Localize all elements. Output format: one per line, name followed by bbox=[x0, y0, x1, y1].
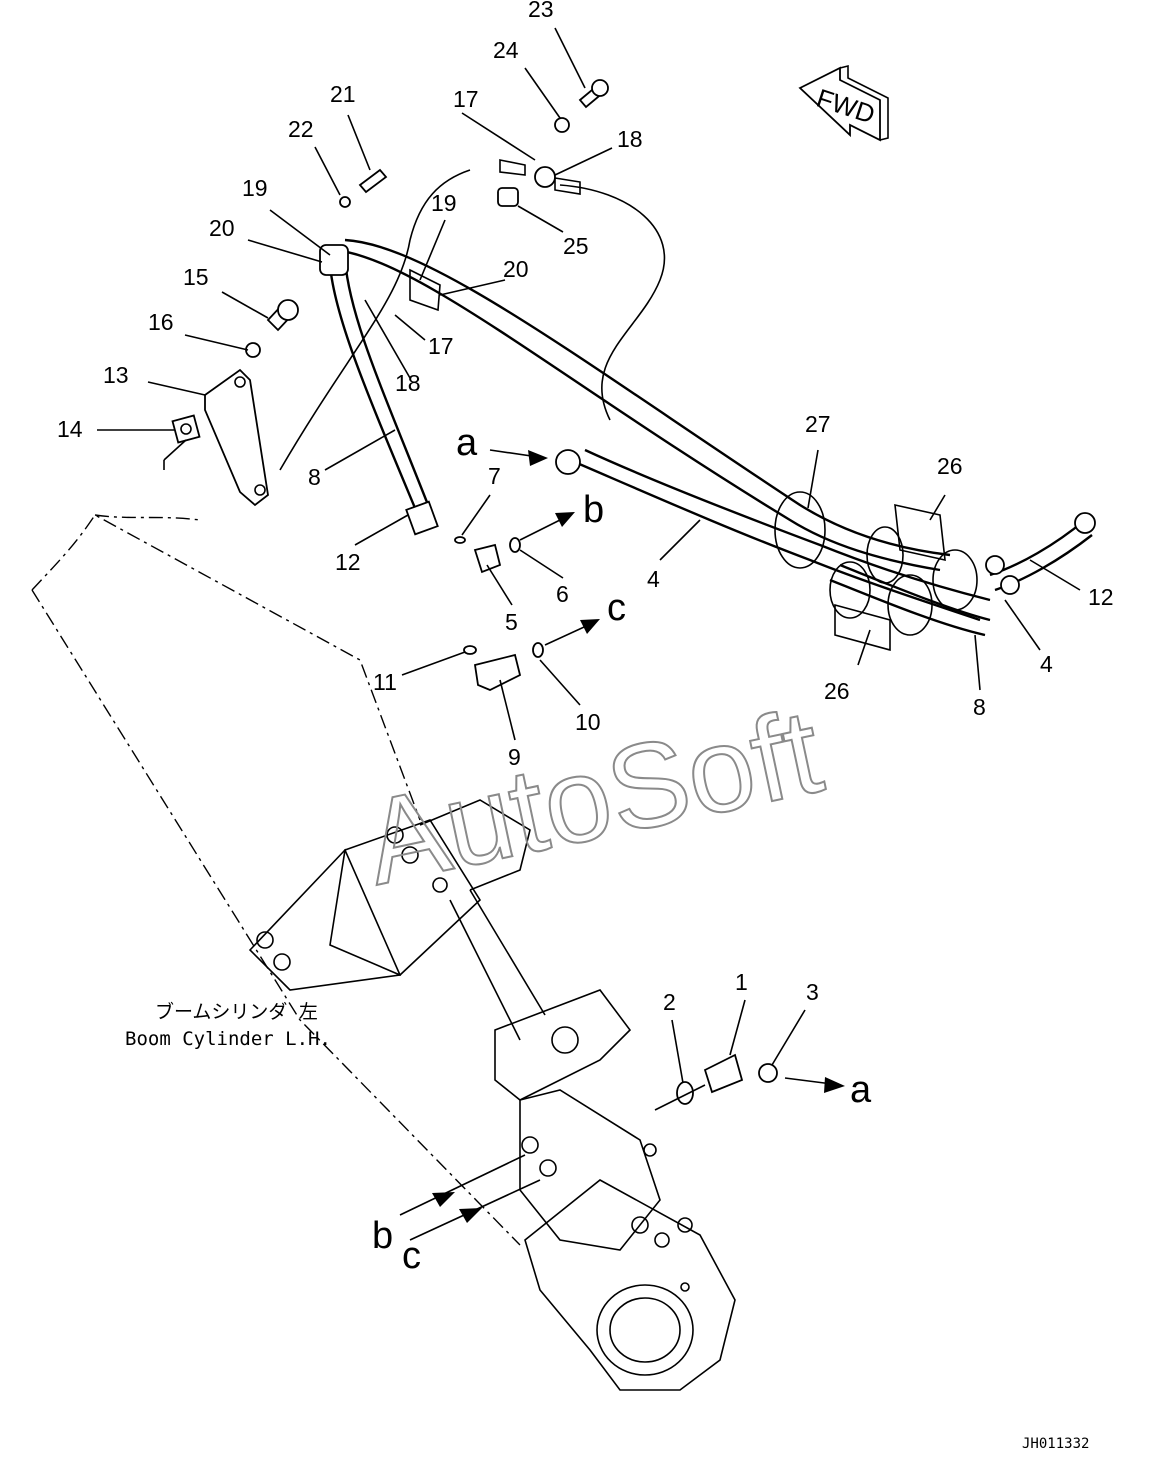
callout-21: 21 bbox=[330, 81, 356, 107]
callout-19b: 19 bbox=[431, 190, 457, 216]
callout-17b: 17 bbox=[428, 333, 454, 359]
callout-23: 23 bbox=[528, 0, 554, 22]
callout-19: 19 bbox=[242, 175, 268, 201]
callout-20b: 20 bbox=[503, 256, 529, 282]
callout-26: 26 bbox=[937, 453, 963, 479]
letter-a-bottom: a bbox=[850, 1069, 872, 1111]
callout-8b: 8 bbox=[973, 694, 986, 720]
callout-2: 2 bbox=[663, 989, 676, 1015]
callout-11: 11 bbox=[373, 669, 397, 695]
letter-c-top: c bbox=[607, 587, 626, 629]
letter-c-bottom: c bbox=[402, 1235, 421, 1277]
boom-cylinder bbox=[31, 514, 736, 1391]
callout-18: 18 bbox=[617, 126, 643, 152]
callout-10: 10 bbox=[575, 709, 601, 735]
small-parts bbox=[171, 79, 778, 1111]
letter-b-bottom: b bbox=[372, 1215, 393, 1257]
callout-27: 27 bbox=[805, 411, 831, 437]
callout-24: 24 bbox=[493, 37, 519, 63]
caption: ブームシリンダ 左 Boom Cylinder L.H. bbox=[125, 1000, 331, 1050]
callout-25: 25 bbox=[563, 233, 589, 259]
callout-13: 13 bbox=[103, 362, 129, 388]
letter-b-top: b bbox=[583, 489, 604, 531]
callout-1: 1 bbox=[735, 969, 748, 995]
figure-code: JH011332 bbox=[1022, 1436, 1089, 1452]
callout-3: 3 bbox=[806, 979, 819, 1005]
hose-assembly bbox=[279, 169, 1096, 637]
letter-a-top: a bbox=[456, 422, 478, 464]
callout-6: 6 bbox=[556, 581, 569, 607]
callout-22: 22 bbox=[288, 116, 314, 142]
callout-7: 7 bbox=[488, 463, 501, 489]
caption-jp: ブームシリンダ 左 bbox=[155, 1000, 318, 1023]
fwd-arrow: FWD bbox=[798, 64, 889, 142]
callout-15: 15 bbox=[183, 264, 209, 290]
callout-17: 17 bbox=[453, 86, 479, 112]
callout-4b: 4 bbox=[1040, 651, 1053, 677]
caption-en: Boom Cylinder L.H. bbox=[125, 1028, 331, 1050]
callout-5: 5 bbox=[505, 609, 518, 635]
clamps bbox=[319, 159, 978, 652]
callout-12b: 12 bbox=[1088, 584, 1114, 610]
callout-20: 20 bbox=[209, 215, 235, 241]
leader-lines bbox=[97, 27, 1081, 1084]
callout-14: 14 bbox=[57, 416, 83, 442]
callout-18b: 18 bbox=[395, 370, 421, 396]
callout-16: 16 bbox=[148, 309, 174, 335]
flow-arrows bbox=[399, 449, 845, 1241]
connection-letters: a b c a b c bbox=[372, 422, 872, 1277]
callout-4: 4 bbox=[647, 566, 660, 592]
callout-9: 9 bbox=[508, 744, 521, 770]
callout-26b: 26 bbox=[824, 678, 850, 704]
callout-8: 8 bbox=[308, 464, 321, 490]
callout-12: 12 bbox=[335, 549, 361, 575]
callout-labels: 1 2 3 4 4 5 6 7 8 8 9 10 11 12 12 13 14 … bbox=[57, 0, 1114, 1015]
